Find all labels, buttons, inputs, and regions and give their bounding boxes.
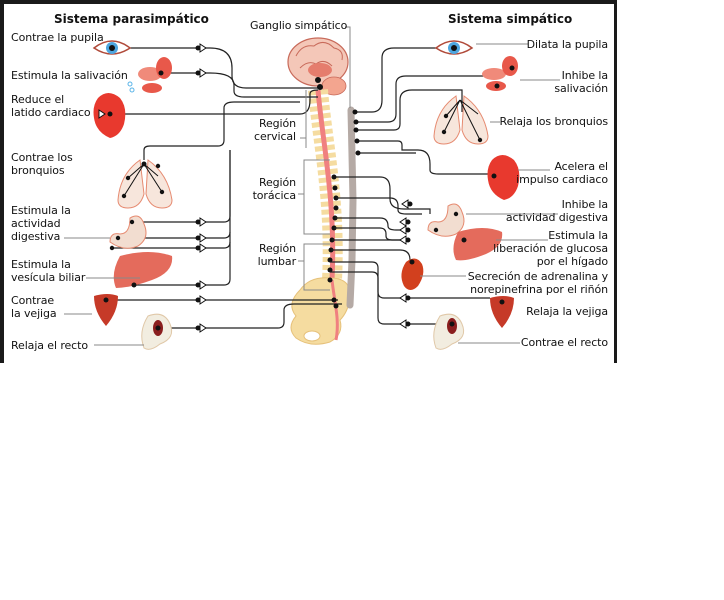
left-lungs-icon [117, 159, 173, 209]
vertebral-column-icon [308, 89, 343, 281]
label-relaja-vejiga: Relaja la vejiga [526, 305, 608, 318]
right-bladder-icon [490, 296, 514, 328]
left-heart-icon [93, 93, 126, 138]
right-salivary-glands-icon [482, 56, 518, 91]
right-eye-icon [434, 40, 474, 55]
label-relaja-recto: Relaja el recto [11, 339, 88, 352]
right-stomach-icon [427, 203, 465, 237]
label-contrae-pupila: Contrae la pupila [11, 31, 104, 44]
label-dilata-pupila: Dilata la pupila [526, 38, 608, 51]
left-rectum-icon [141, 313, 173, 350]
right-kidney-icon [401, 258, 424, 290]
parasympathetic-nerves [102, 47, 342, 329]
image-frame: Sistema parasimpático Sistema simpático … [0, 0, 617, 363]
right-liver-icon [453, 228, 503, 261]
diagram-graphics [64, 26, 560, 350]
sympathetic-synapses [352, 109, 413, 329]
left-eye-icon [92, 40, 132, 55]
label-relaja-bronquios: Relaja los bronquios [499, 115, 609, 128]
left-salivary-glands-icon [127, 57, 172, 93]
nervous-system-diagram: Sistema parasimpático Sistema simpático … [4, 4, 614, 363]
sympathetic-nerves [330, 47, 494, 325]
right-lungs-icon [433, 95, 489, 145]
right-rectum-icon [433, 313, 465, 350]
left-bladder-icon [94, 294, 118, 326]
parasympathetic-title: Sistema parasimpático [54, 12, 209, 26]
pelvis-icon [290, 277, 351, 345]
sympathetic-title: Sistema simpático [448, 12, 573, 26]
label-ganglio-simpatico: Ganglio simpático [250, 19, 348, 32]
left-liver-icon [113, 252, 173, 288]
brain-icon [287, 37, 349, 96]
sympathetic-ganglion-chain-icon [346, 106, 357, 309]
label-contrae-recto: Contrae el recto [520, 336, 608, 349]
parasympathetic-synapses [195, 43, 339, 333]
label-estimula-salivacion: Estimula la salivación [11, 69, 128, 82]
label-leader-lines [64, 26, 560, 346]
left-stomach-icon [109, 215, 147, 251]
right-heart-icon [487, 155, 520, 200]
